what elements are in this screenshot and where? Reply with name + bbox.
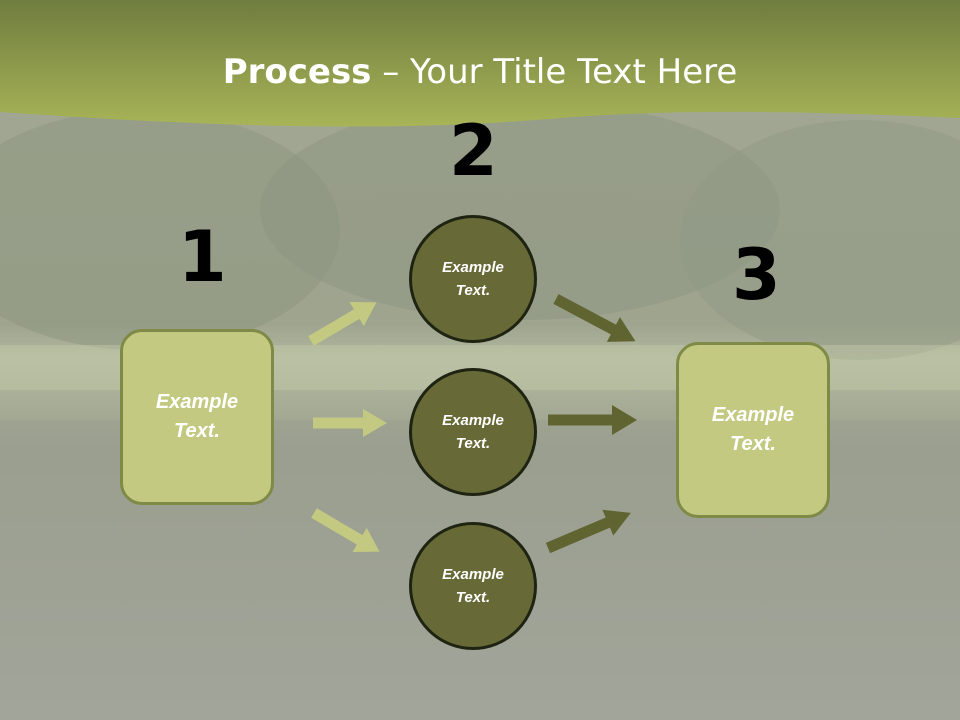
step-3-box: Example Text. xyxy=(676,342,830,518)
arrow-1-to-bottom xyxy=(311,508,380,552)
step-number-1: 1 xyxy=(178,216,227,298)
arrow-top-to-3 xyxy=(553,294,636,342)
arrow-bottom-to-3 xyxy=(545,509,631,554)
title-bold: Process xyxy=(222,52,372,92)
arrow-1-to-middle xyxy=(313,409,387,437)
step-1-box: Example Text. xyxy=(120,329,274,505)
step-number-3: 3 xyxy=(732,234,781,316)
step-number-2: 2 xyxy=(449,110,498,192)
arrow-middle-to-3 xyxy=(548,405,637,435)
arrow-1-to-top xyxy=(308,302,377,346)
step-2-circle-bottom: Example Text. xyxy=(409,522,537,650)
step-2-circle-top: Example Text. xyxy=(409,215,537,343)
title-rest: – Your Title Text Here xyxy=(371,52,738,92)
step-2-circle-middle: Example Text. xyxy=(409,368,537,496)
slide-title: Process – Your Title Text Here xyxy=(0,52,960,92)
